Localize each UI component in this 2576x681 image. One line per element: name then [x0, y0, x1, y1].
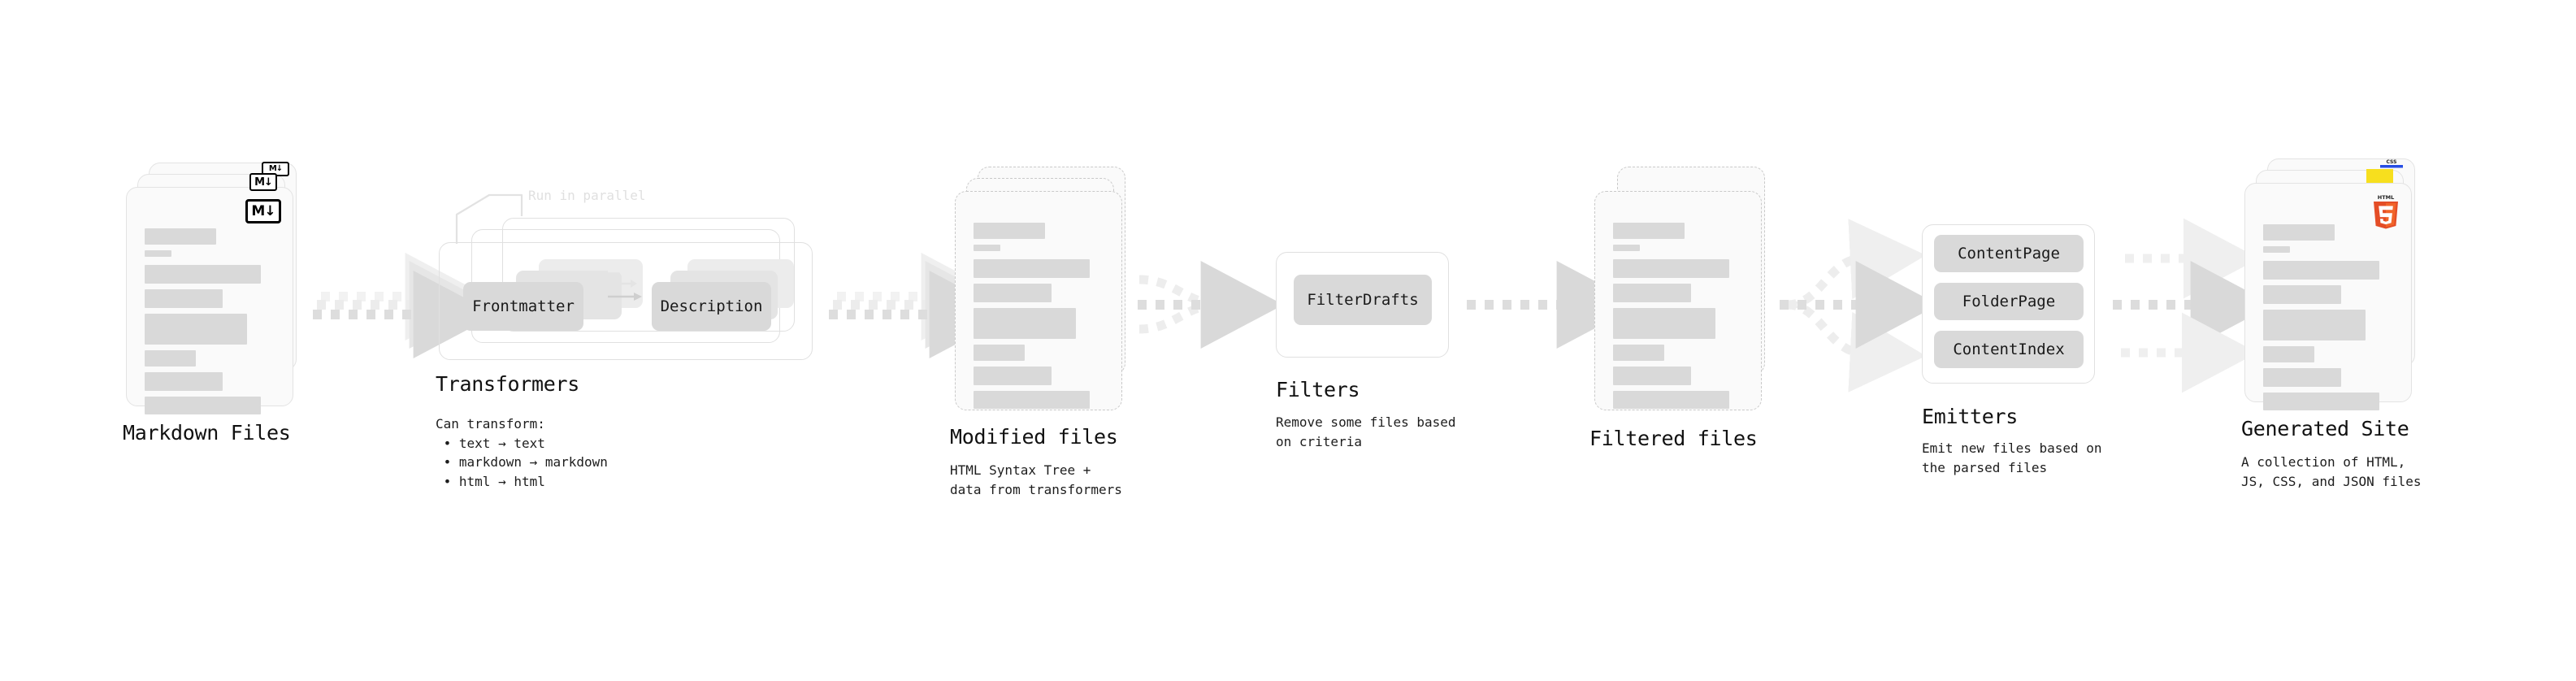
document-skeleton-lines: [2263, 224, 2395, 416]
transformer-chip-description[interactable]: Description: [652, 282, 771, 331]
run-in-parallel-bracket: [455, 193, 523, 244]
arrow-emitters-to-site: [2113, 218, 2274, 393]
stage-title-generated-site: Generated Site: [2241, 417, 2409, 440]
emitter-chip-contentpage[interactable]: ContentPage: [1934, 235, 2084, 272]
svg-text:HTML: HTML: [2378, 194, 2394, 201]
stage-title-filtered-files: Filtered files: [1589, 427, 1758, 450]
emitter-chip-folderpage[interactable]: FolderPage: [1934, 283, 2084, 320]
stage-markdown-files: M↓ M↓ M↓ Markdown Files: [123, 162, 297, 445]
arrow-transformers-to-modified: [829, 253, 1013, 358]
run-in-parallel-label: Run in parallel: [528, 188, 646, 203]
stage-filtered-files: Filtered files: [1589, 167, 1765, 450]
transformer-chip-frontmatter[interactable]: Frontmatter: [463, 282, 583, 331]
filtered-file-card-front: [1594, 191, 1762, 410]
svg-text:CSS: CSS: [2387, 159, 2397, 165]
filter-chip-filterdrafts[interactable]: FilterDrafts: [1294, 275, 1432, 325]
css3-icon: CSS: [2379, 158, 2405, 169]
modified-file-card-front: [955, 191, 1122, 410]
generated-site-stack: CSS HTML: [2244, 158, 2417, 410]
transformer-frame-back: [502, 218, 795, 332]
stage-subtitle-modified-files: HTML Syntax Tree + data from transformer…: [950, 462, 1122, 497]
stage-title-emitters: Emitters: [1922, 405, 2019, 428]
markdown-file-stack: M↓ M↓ M↓: [126, 162, 297, 414]
stage-modified-files: Modified files HTML Syntax Tree + data f…: [950, 167, 1125, 497]
document-skeleton-lines: [974, 223, 1105, 414]
stage-title-markdown-files: Markdown Files: [123, 421, 291, 445]
markdown-icon: M↓: [249, 173, 277, 191]
generated-file-card-html: HTML: [2244, 183, 2412, 410]
stage-title-transformers: Transformers: [436, 372, 580, 396]
arrow-modified-to-filters: [1138, 261, 1284, 349]
stage-title-modified-files: Modified files: [950, 425, 1118, 449]
stage-subtitle-filters: Remove some files based on criteria: [1276, 414, 1456, 449]
markdown-file-card-front: M↓: [126, 187, 293, 414]
markdown-icon: M↓: [245, 199, 281, 223]
stage-generated-site: CSS HTML: [2241, 158, 2422, 489]
stage-subtitle-emitters: Emit new files based on the parsed files: [1922, 440, 2102, 475]
stage-subtitle-generated-site: A collection of HTML, JS, CSS, and JSON …: [2241, 454, 2422, 489]
html5-icon: HTML: [2371, 193, 2400, 229]
stage-subtitle-transformers: Can transform: • text → text • markdown …: [436, 416, 608, 490]
modified-file-stack: [955, 167, 1125, 410]
arrow-markdown-to-transformers: [313, 253, 497, 358]
emitter-chip-contentindex[interactable]: ContentIndex: [1934, 331, 2084, 368]
transformer-inner-arrows: [608, 267, 642, 301]
filtered-file-stack: [1594, 167, 1765, 410]
document-skeleton-lines: [145, 228, 276, 420]
stage-title-filters: Filters: [1276, 378, 1360, 401]
arrow-filtered-to-emitters: [1780, 219, 1939, 393]
javascript-icon: [2366, 169, 2393, 183]
document-skeleton-lines: [1613, 223, 1745, 414]
